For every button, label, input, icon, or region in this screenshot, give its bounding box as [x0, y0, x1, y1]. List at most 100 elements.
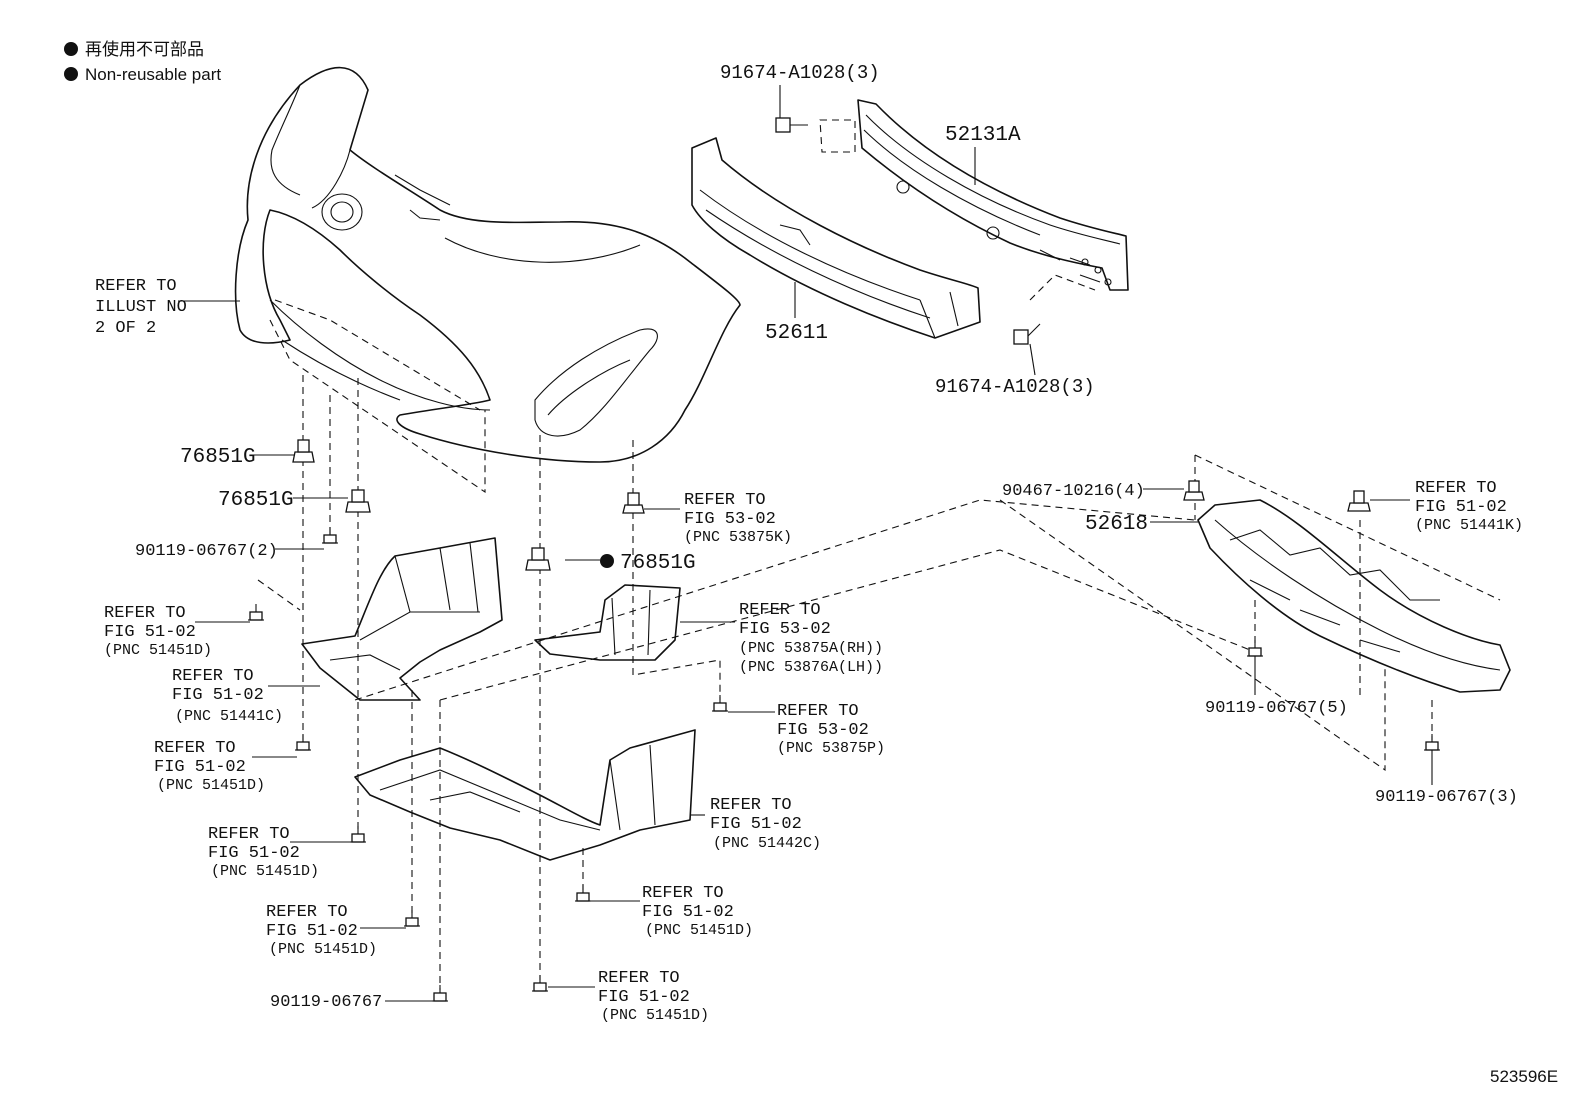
non-reusable-dot-icon — [64, 42, 78, 56]
bolt-icon — [1013, 329, 1029, 345]
clip-76851g-c — [525, 547, 551, 571]
screw-icon — [712, 695, 728, 712]
ref-51442c-line2: FIG 51-02 — [710, 815, 802, 834]
ref-51441k-line1: REFER TO — [1415, 479, 1497, 498]
splash-shield-upper-left — [301, 537, 503, 701]
clip-icon — [345, 501, 371, 513]
clip-icon — [525, 559, 551, 571]
screw-icon — [404, 910, 420, 927]
screw-icon — [322, 527, 338, 544]
clip-90467 — [1183, 480, 1205, 501]
callout-labels: REFER TO ILLUST NO 2 OF 2 91674-A1028(3)… — [95, 62, 1558, 1086]
clip-icon — [292, 451, 315, 463]
ref-51451d-e-line1: REFER TO — [266, 903, 348, 922]
ref-51451d-a-line1: REFER TO — [104, 604, 186, 623]
ref-53875k-line2: FIG 53-02 — [684, 510, 776, 529]
screw-group — [248, 527, 1440, 1002]
ref-53875a-line4: (PNC 53876A(LH)) — [739, 659, 883, 676]
ref-51441c-line3: (PNC 51441C) — [175, 708, 283, 725]
ref-51451d-f-line2: FIG 51-02 — [598, 988, 690, 1007]
ref-51451d-d-line3: (PNC 51451D) — [645, 922, 753, 939]
ref-53875k-line3: (PNC 53875K) — [684, 529, 792, 546]
clip-icon — [1183, 491, 1205, 501]
part-number-52131a: 52131A — [945, 124, 1021, 147]
ref-51451d-d-line2: FIG 51-02 — [642, 903, 734, 922]
ref-51451d-b-line1: REFER TO — [154, 739, 236, 758]
assembly-guide-lines — [257, 375, 1501, 990]
part-number-90119-single: 90119-06767 — [270, 993, 382, 1012]
part-number-91674-bottom: 91674-A1028(3) — [935, 376, 1095, 398]
bolt-dash-guide — [819, 119, 856, 153]
part-number-90119-2: 90119-06767(2) — [135, 542, 278, 561]
screw-icon — [575, 885, 591, 902]
leader-lines — [178, 85, 1433, 1002]
bolt-91674-top — [775, 117, 808, 133]
ref-51441c-line1: REFER TO — [172, 667, 254, 686]
reinforcement-52131a — [857, 99, 1129, 291]
figure-id: 523596E — [1490, 1067, 1558, 1086]
part-number-76851g-a: 76851G — [180, 446, 256, 469]
refer-illust-line2: ILLUST NO — [95, 298, 187, 317]
screw-icon — [248, 604, 264, 621]
ref-51451d-f-line1: REFER TO — [598, 969, 680, 988]
legend: 再使用不可部品 Non-reusable part — [64, 39, 221, 84]
ref-51441k-line2: FIG 51-02 — [1415, 498, 1507, 517]
refer-illust-line1: REFER TO — [95, 277, 177, 296]
engine-under-cover-center — [354, 729, 696, 861]
bolt-icon — [775, 117, 791, 133]
screw-icon — [432, 985, 448, 1002]
ref-51451d-b-line3: (PNC 51451D) — [157, 777, 265, 794]
ref-51442c-line3: (PNC 51442C) — [713, 835, 821, 852]
ref-51442c-line1: REFER TO — [710, 796, 792, 815]
fender-liner-bracket — [534, 584, 681, 661]
screw-icon — [350, 826, 366, 843]
refer-illust-line3: 2 OF 2 — [95, 319, 156, 338]
ref-51451d-c-line3: (PNC 51451D) — [211, 863, 319, 880]
energy-absorber-52611 — [691, 137, 981, 339]
part-number-91674-top: 91674-A1028(3) — [720, 62, 880, 84]
part-number-90119-5: 90119-06767(5) — [1205, 699, 1348, 718]
part-number-90119-3: 90119-06767(3) — [1375, 788, 1518, 807]
non-reusable-dot-icon — [64, 67, 78, 81]
ref-51451d-f-line3: (PNC 51451D) — [601, 1007, 709, 1024]
ref-53875a-line3: (PNC 53875A(RH)) — [739, 640, 883, 657]
legend-english: Non-reusable part — [85, 65, 221, 84]
ref-51451d-a-line2: FIG 51-02 — [104, 623, 196, 642]
non-reusable-dot-icon — [600, 554, 614, 568]
clip-icon — [622, 504, 645, 514]
ref-51451d-e-line2: FIG 51-02 — [266, 922, 358, 941]
ref-51451d-c-line2: FIG 51-02 — [208, 844, 300, 863]
ref-53875k-line1: REFER TO — [684, 491, 766, 510]
ref-53875p-line2: FIG 53-02 — [777, 721, 869, 740]
ref-51451d-a-line3: (PNC 51451D) — [104, 642, 212, 659]
clip-51441k — [1347, 490, 1371, 512]
clip-53875k — [622, 492, 645, 514]
ref-53875a-line1: REFER TO — [739, 601, 821, 620]
front-spoiler-cover-52618 — [1197, 499, 1511, 693]
ref-51451d-b-line2: FIG 51-02 — [154, 758, 246, 777]
part-number-90467: 90467-10216(4) — [1002, 482, 1145, 501]
part-number-52611: 52611 — [765, 322, 828, 345]
ref-51441c-line2: FIG 51-02 — [172, 686, 264, 705]
ref-51451d-e-line3: (PNC 51451D) — [269, 941, 377, 958]
ref-53875p-line1: REFER TO — [777, 702, 859, 721]
ref-53875a-line2: FIG 53-02 — [739, 620, 831, 639]
screw-icon — [1424, 734, 1440, 751]
screw-icon — [295, 734, 311, 751]
screw-icon — [1247, 640, 1263, 657]
ref-53875p-line3: (PNC 53875P) — [777, 740, 885, 757]
part-number-76851g-b: 76851G — [218, 489, 294, 512]
bolt-dash-guide — [1029, 274, 1096, 301]
screw-icon — [532, 975, 548, 992]
clip-76851g-a — [292, 439, 315, 463]
ref-51441k-line3: (PNC 51441K) — [1415, 517, 1523, 534]
clip-icon — [1347, 502, 1371, 512]
ref-51451d-c-line1: REFER TO — [208, 825, 290, 844]
legend-japanese: 再使用不可部品 — [85, 39, 204, 59]
front-bumper-cover — [234, 66, 741, 494]
part-number-76851g-c: 76851G — [620, 552, 696, 575]
ref-51451d-d-line1: REFER TO — [642, 884, 724, 903]
part-number-52618: 52618 — [1085, 513, 1148, 536]
